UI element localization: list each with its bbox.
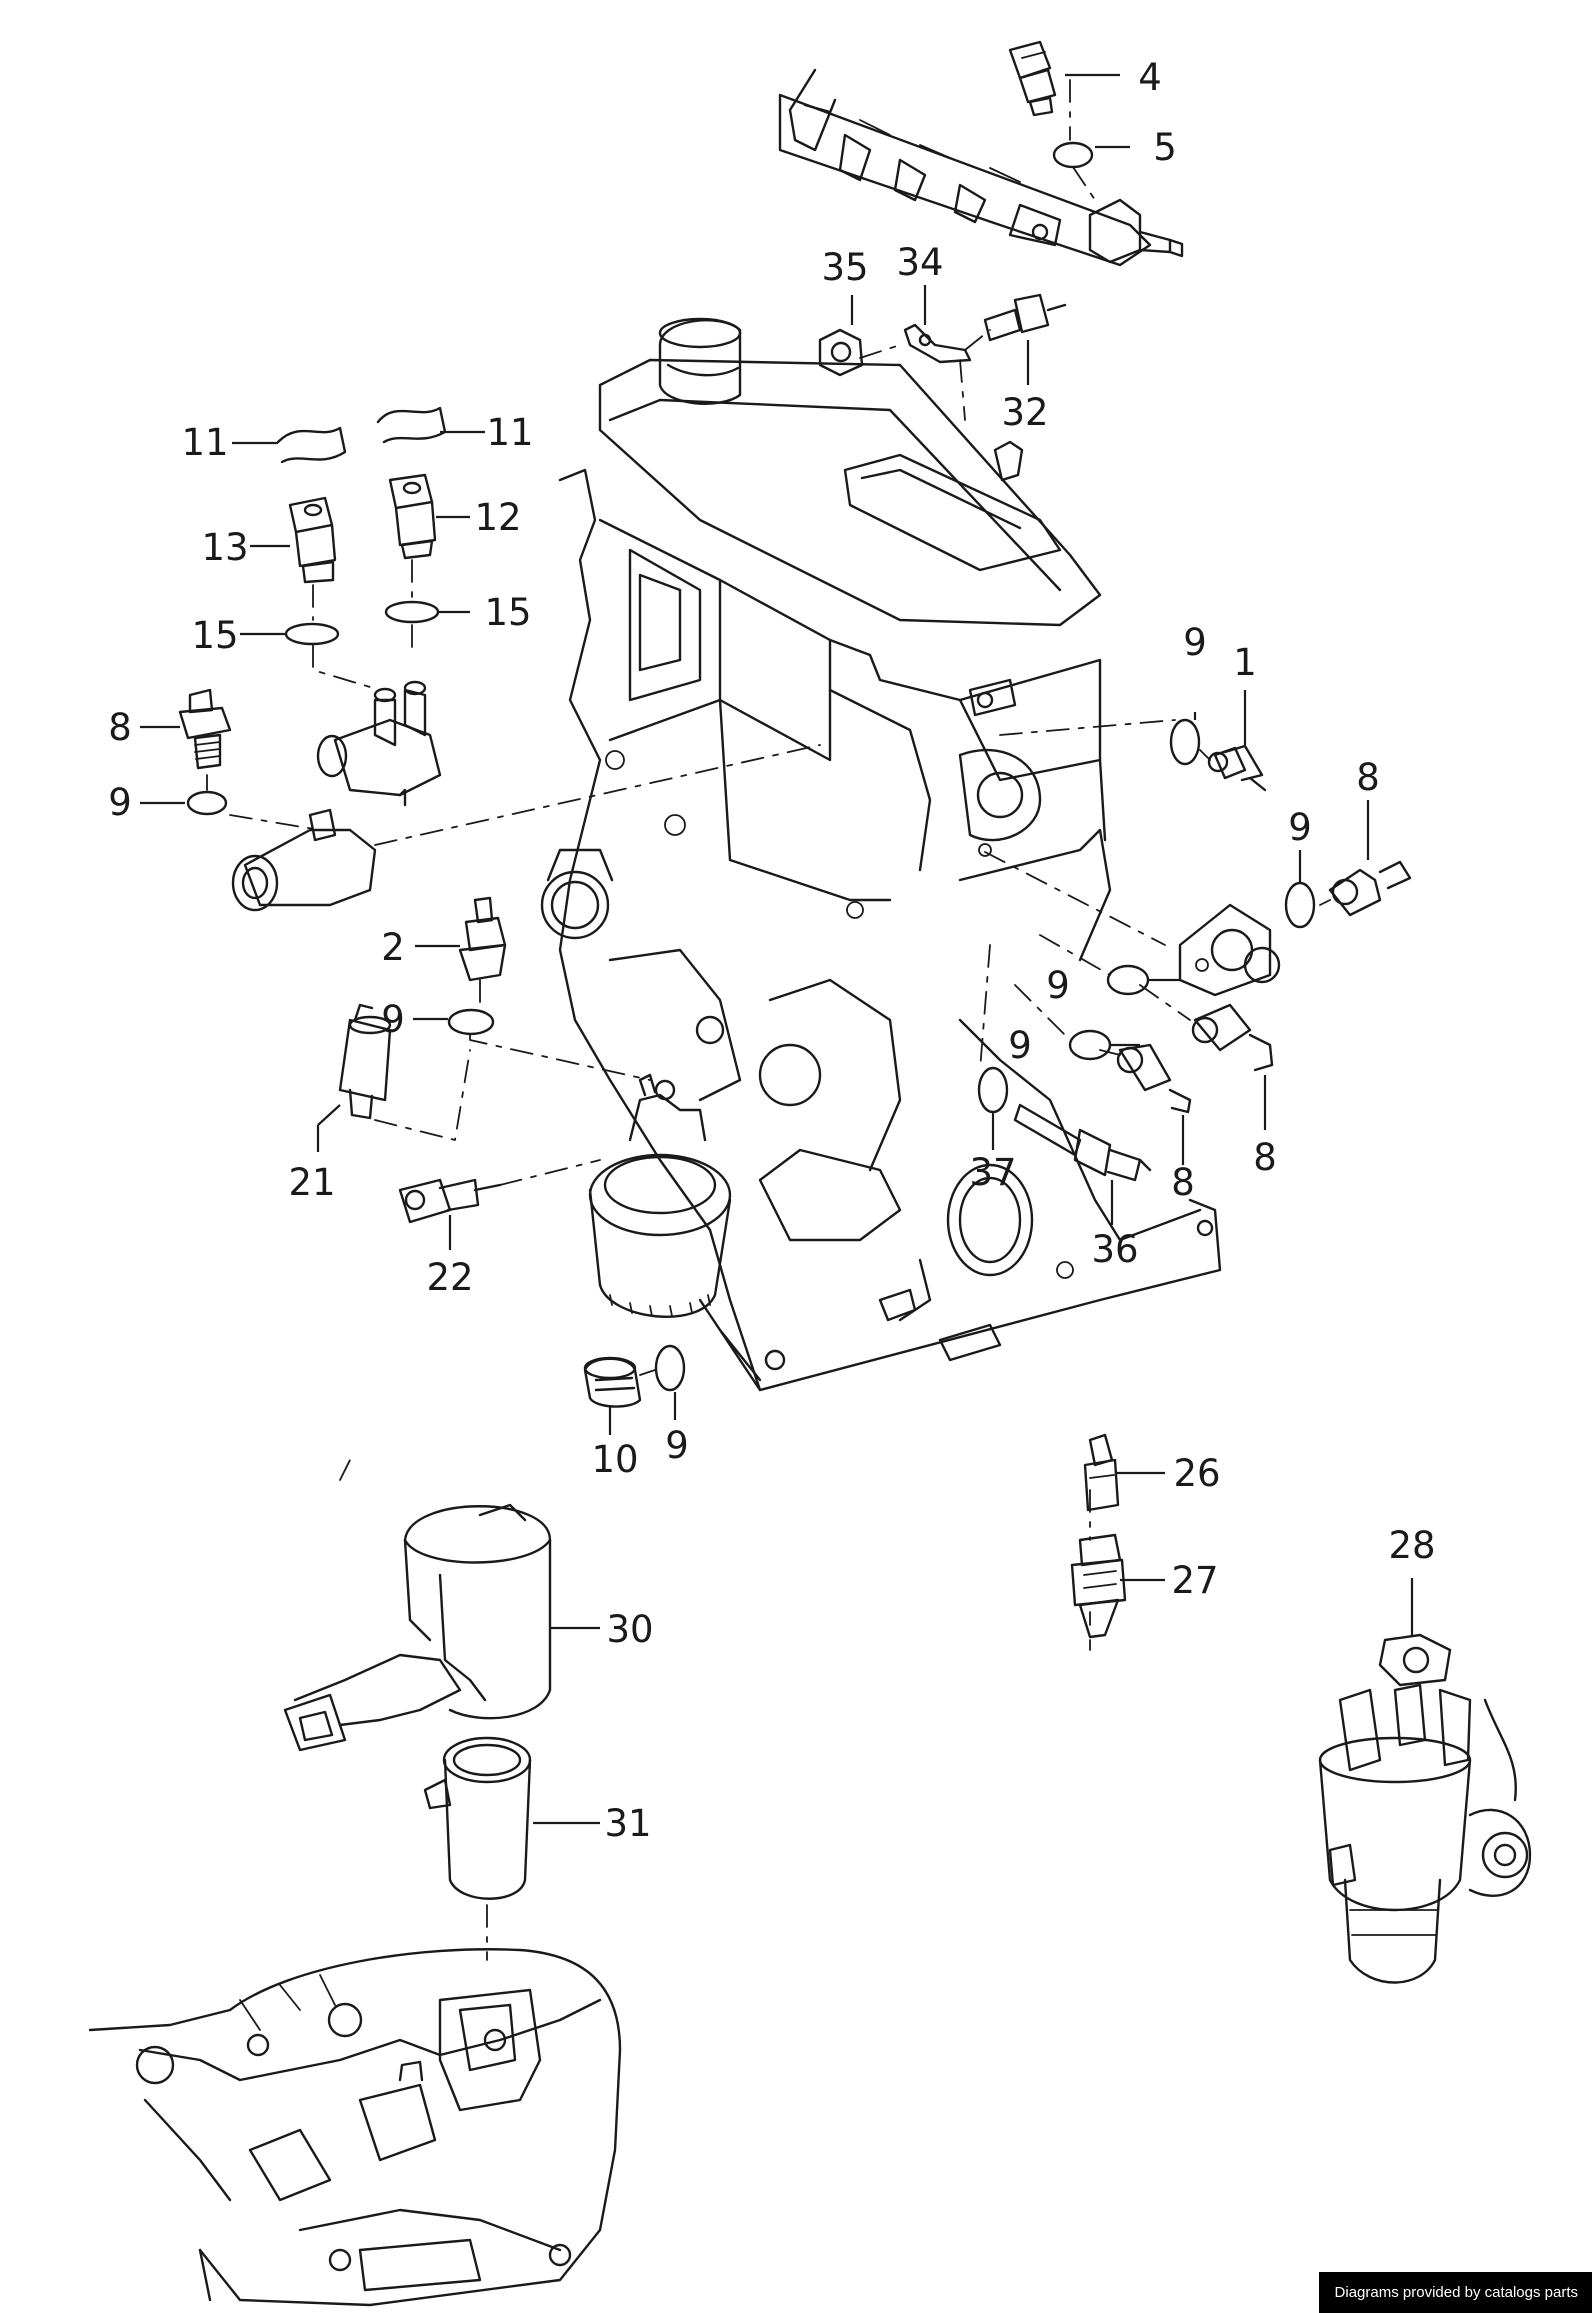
callout-10: 10 [591,1438,638,1481]
callout-labels: 4 5 35 34 32 11 11 12 13 15 15 8 9 9 1 8… [108,56,1435,1845]
callout-9-mid: 9 [381,998,405,1041]
sensor-part-8-left [178,688,232,770]
washer-part-9-bottom [654,1344,686,1392]
sleeve-part-31 [423,1736,532,1900]
washer-part-9-right-lower [1284,881,1316,929]
washer-part-5 [1052,141,1094,169]
sensor-part-4 [1008,40,1057,117]
sensor-part-8-right-low [1116,1043,1192,1114]
callout-4: 4 [1138,56,1162,99]
sensor-part-2 [458,896,507,982]
callout-15-right: 15 [484,591,531,634]
washer-part-9-left [186,790,228,816]
callout-9-left: 9 [108,781,132,824]
callout-8-right-mid: 8 [1253,1136,1277,1179]
callout-22: 22 [426,1256,473,1299]
credit-banner: Diagrams provided by catalogs parts [1318,2272,1592,2313]
bracket-part-34 [903,323,972,364]
housing-part-30 [283,1503,552,1752]
clip-part-11-left [276,426,347,464]
callout-1: 1 [1233,641,1257,684]
connector-part-27 [1070,1533,1127,1639]
sensor-part-22 [398,1178,502,1224]
callout-2: 2 [381,926,405,969]
drain-plug-part-10 [583,1356,642,1408]
callout-37: 37 [969,1151,1016,1194]
callout-9-upper-right: 9 [1183,621,1207,664]
callout-8-left: 8 [108,706,132,749]
coolant-flange-upper [316,680,442,807]
callout-13: 13 [201,526,248,569]
washer-part-9-right-upper [1169,718,1201,766]
callout-28: 28 [1388,1524,1435,1567]
callout-9-bottom: 9 [665,1424,689,1467]
engine-block [540,317,1222,1392]
distributor-part-28 [1318,1633,1532,1984]
callout-8-upper-right: 8 [1356,756,1380,799]
sender-part-12 [388,473,437,560]
callout-32: 32 [1001,391,1048,434]
callout-9-right: 9 [1288,806,1312,849]
assembly-lines [206,79,1331,1961]
sensor-part-21 [338,1003,392,1120]
callout-12: 12 [474,496,521,539]
callout-30: 30 [606,1608,653,1651]
o-ring-part-15-right [384,600,440,624]
callout-8-right-low: 8 [1171,1161,1195,1204]
sensor-part-32 [983,293,1067,342]
clip-part-11-right [376,406,447,444]
connector-part-26 [1083,1433,1120,1512]
bolt-part-35 [818,328,864,377]
washer-part-9-right-mid-2 [1068,1029,1112,1061]
sensor-part-8-right-upper [1328,860,1412,917]
callout-26: 26 [1173,1452,1220,1495]
callout-9-right-mid-2: 9 [1008,1024,1032,1067]
washer-part-9-right-mid-1 [1106,964,1150,996]
fuel-rail [778,68,1184,267]
oil-filter [588,1073,732,1318]
o-ring-part-15-left [284,622,340,646]
callout-5: 5 [1153,126,1177,169]
leader-lines [140,73,1414,1825]
sensor-part-8-right-mid [1191,1003,1274,1072]
callout-27: 27 [1171,1559,1218,1602]
callout-21: 21 [288,1161,335,1204]
coolant-flange-lower [231,808,377,912]
sensor-part-36 [1013,1103,1152,1182]
callout-35: 35 [821,246,868,289]
sender-part-13 [288,496,337,584]
washer-part-37 [977,1066,1009,1114]
callout-31: 31 [604,1802,651,1845]
callout-34: 34 [896,241,943,284]
callout-15-left: 15 [191,614,238,657]
sensor-part-1 [1207,744,1267,792]
pump-flange-right [1178,903,1281,997]
transmission-housing [88,1948,622,2307]
callout-9-right-mid-1: 9 [1046,964,1070,1007]
callout-36: 36 [1091,1228,1138,1271]
callout-11-right: 11 [486,411,533,454]
washer-part-9-mid [447,1008,495,1036]
callout-11-left: 11 [181,421,228,464]
